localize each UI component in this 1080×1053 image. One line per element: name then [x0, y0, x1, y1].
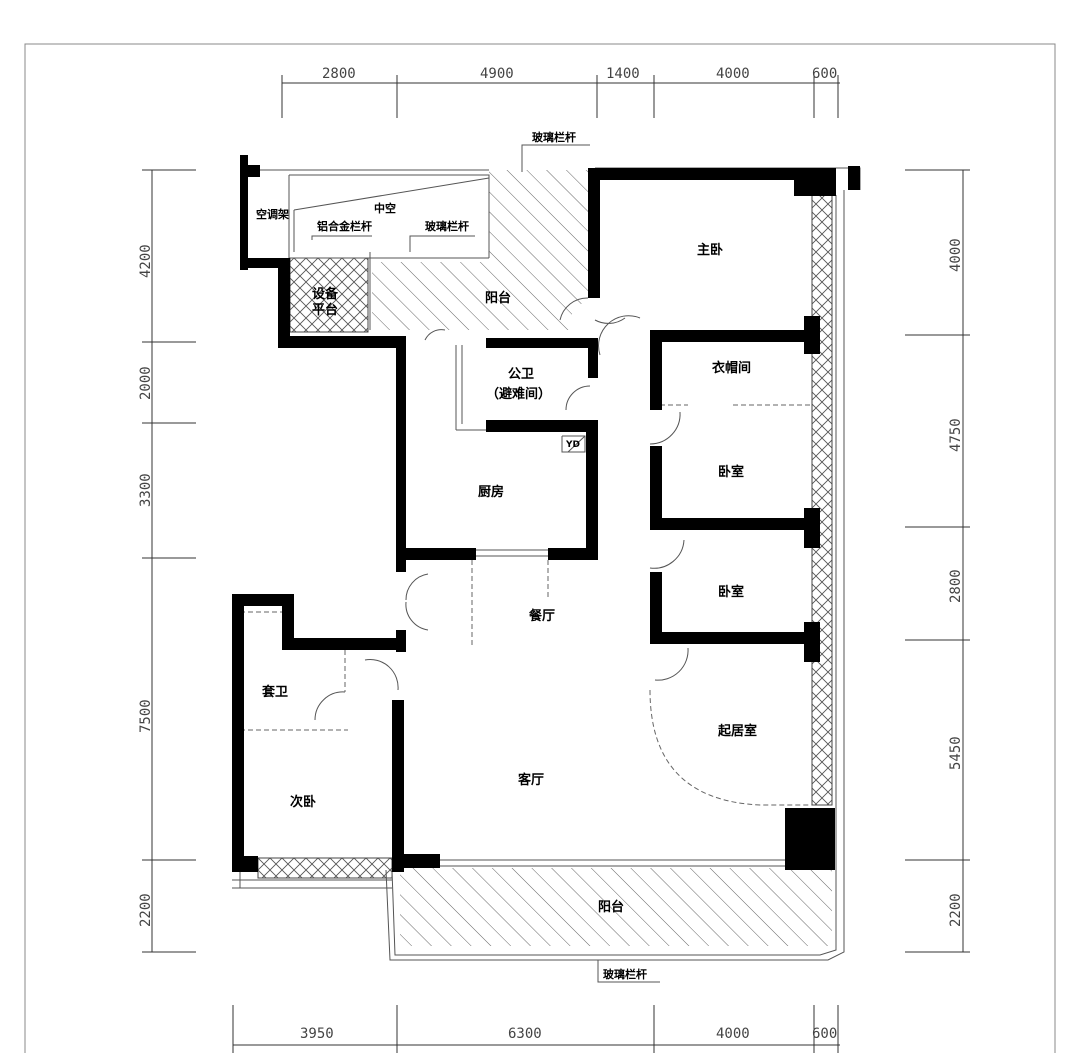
label-equipment-line2: 平台	[312, 302, 338, 318]
label-yd: YD	[565, 440, 580, 450]
label-refuge-room: （避难间）	[486, 386, 551, 402]
label-dining: 餐厅	[528, 608, 555, 624]
doors	[240, 297, 812, 806]
dim-left-3: 3300	[138, 473, 154, 507]
leader-glass-railing-bottom: 玻璃栏杆	[597, 960, 660, 983]
walls	[232, 155, 860, 872]
dim-bottom-3: 4000	[716, 1026, 750, 1042]
dim-left-1: 4200	[138, 244, 154, 278]
label-public-bath: 公卫	[508, 367, 534, 382]
leader-railing-lines	[311, 235, 475, 252]
dim-right-3: 2800	[948, 569, 964, 603]
south-planter-cross	[257, 857, 393, 879]
balcony-bottom-hatch	[400, 868, 832, 946]
label-void: 中空	[374, 201, 396, 215]
dim-right: 4000 4750 2800 5450 2200	[905, 169, 970, 953]
dim-bottom-4: 600	[812, 1026, 837, 1042]
label-aluminum-railing: 铝合金栏杆	[317, 219, 372, 233]
dim-right-4: 5450	[948, 736, 964, 770]
label-balcony-bottom: 阳台	[598, 899, 624, 915]
equipment-platform-cross	[289, 257, 369, 333]
dim-right-1: 4000	[948, 238, 964, 272]
label-glass-railing-top: 玻璃栏杆	[532, 130, 576, 144]
label-ensuite-bath: 套卫	[261, 684, 288, 700]
label-sitting-room: 起居室	[717, 723, 757, 739]
label-master-bedroom: 主卧	[697, 242, 723, 258]
leader-glass-railing-top: 玻璃栏杆	[521, 130, 590, 172]
east-planter-cross	[811, 194, 833, 806]
label-glass-railing-bottom: 玻璃栏杆	[603, 967, 647, 981]
dim-top: 2800 4900 1400 4000 600	[281, 66, 840, 118]
dim-top-4: 4000	[716, 66, 750, 82]
dim-bottom-2: 6300	[508, 1026, 542, 1042]
dim-right-5: 2200	[948, 893, 964, 927]
dim-top-5: 600	[812, 66, 837, 82]
thin-outlines	[232, 167, 861, 961]
balcony-top-hatch	[372, 170, 590, 330]
label-bedroom-2: 卧室	[718, 584, 744, 600]
label-living-room: 客厅	[518, 772, 544, 788]
dim-top-3: 1400	[606, 66, 640, 82]
dim-left-4: 7500	[138, 699, 154, 733]
dim-top-2: 4900	[480, 66, 514, 82]
dim-top-1: 2800	[322, 66, 356, 82]
label-second-bedroom: 次卧	[290, 794, 316, 810]
label-cloakroom: 衣帽间	[712, 360, 751, 376]
drawing-frame	[24, 43, 1056, 1053]
dim-bottom: 3950 6300 4000 600	[232, 1005, 840, 1053]
dim-left: 4200 2000 3300 7500 2200	[138, 169, 196, 953]
dim-left-2: 2000	[138, 366, 154, 400]
label-air-con-rack: 空调架	[256, 207, 289, 221]
label-balcony-top: 阳台	[485, 290, 511, 306]
label-glass-railing-inner: 玻璃栏杆	[425, 219, 469, 233]
label-bedroom-1: 卧室	[718, 464, 744, 480]
label-kitchen: 厨房	[478, 484, 504, 500]
dim-right-2: 4750	[948, 418, 964, 452]
dim-bottom-1: 3950	[300, 1026, 334, 1042]
dim-left-5: 2200	[138, 893, 154, 927]
label-equipment-line1: 设备	[312, 286, 339, 302]
